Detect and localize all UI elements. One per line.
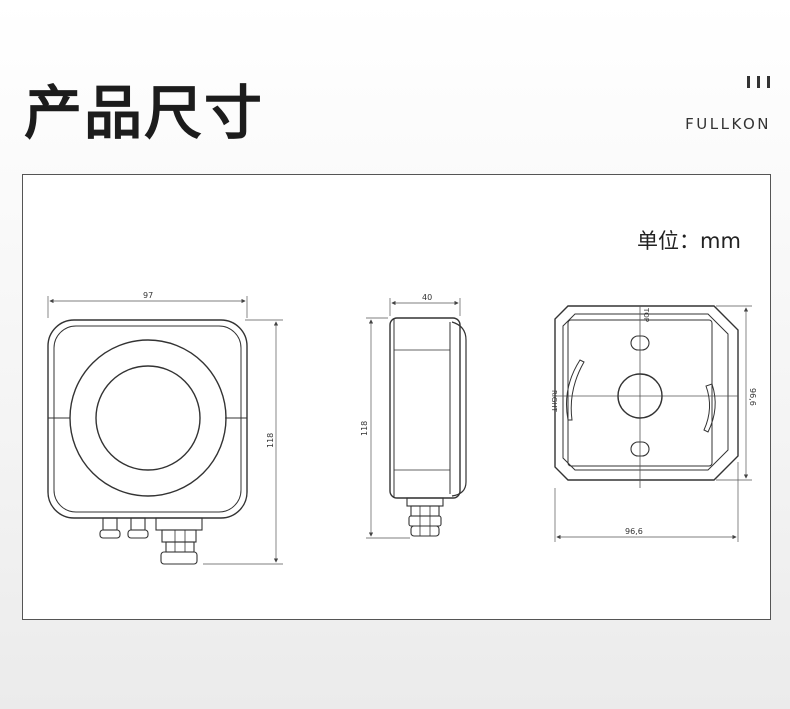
front-housing-inner: [53, 325, 242, 513]
back-top-mark: TOP: [642, 307, 650, 322]
back-height-dim: 96,6: [748, 388, 757, 406]
back-width-dim: 96,6: [625, 527, 643, 536]
unit-label: 单位：mm: [637, 229, 741, 253]
back-mount-slot-top: [630, 335, 650, 351]
back-left-clip: [566, 359, 585, 421]
back-right-mark: RIGHT: [550, 390, 558, 413]
back-right-clip: [703, 383, 716, 433]
side-depth-dim: 40: [422, 293, 432, 302]
side-cable-gland: [406, 497, 444, 507]
front-center-disc: [95, 365, 201, 471]
drawing-panel: [22, 174, 771, 620]
brand-name: FULLKON: [685, 115, 771, 133]
side-height-dim: 118: [360, 421, 369, 436]
front-width-dim: 97: [143, 291, 153, 300]
front-ring: [69, 339, 227, 497]
decor-bars-icon: [747, 76, 770, 88]
front-height-dim: 118: [266, 433, 275, 448]
side-view: [389, 317, 467, 537]
back-center-hole: [617, 373, 663, 419]
back-bracket-outline: [554, 305, 739, 481]
page-title: 产品尺寸: [24, 79, 265, 147]
front-view: [47, 319, 248, 565]
back-mount-slot-bottom: [630, 441, 650, 457]
back-view: [554, 305, 739, 488]
front-cable-gland: [155, 517, 203, 531]
front-housing-outline: [47, 319, 248, 519]
